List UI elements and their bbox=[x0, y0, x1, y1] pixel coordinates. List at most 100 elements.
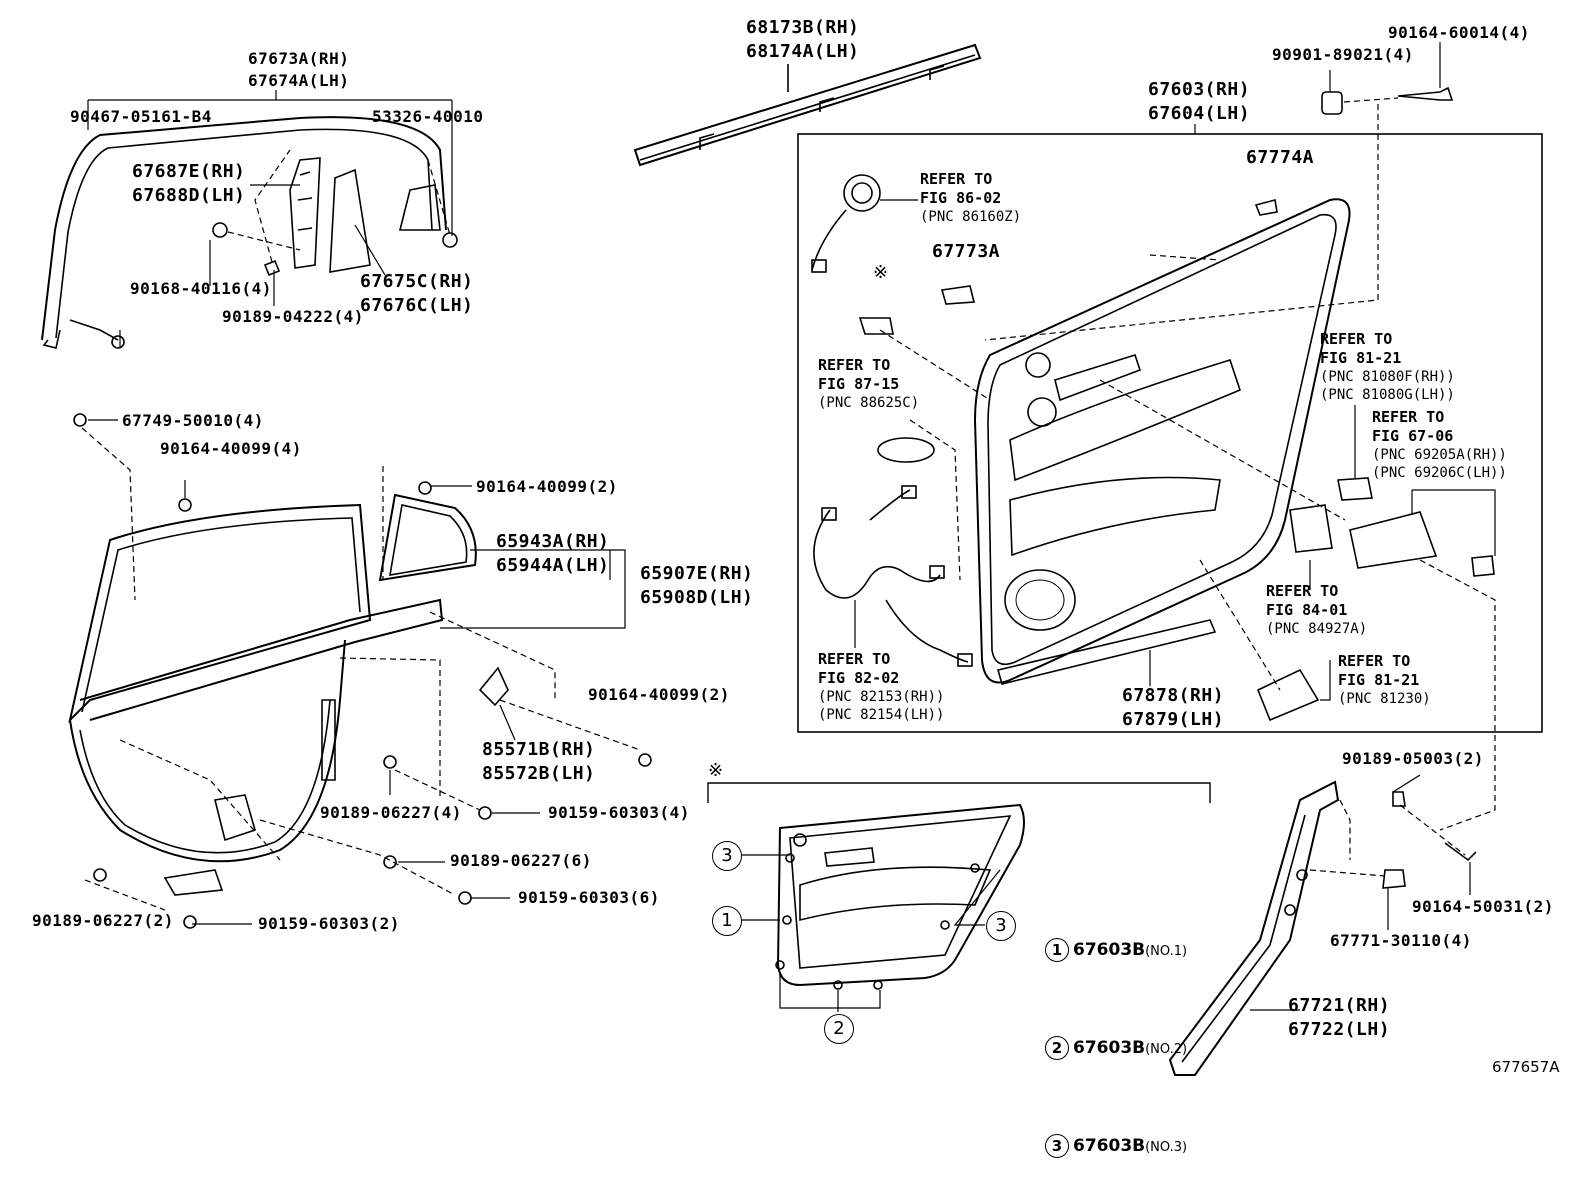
legend-note: (NO.2) bbox=[1145, 1042, 1188, 1057]
screw-90168 bbox=[212, 222, 228, 238]
ref-pnc: (PNC 69206C(LH)) bbox=[1372, 465, 1507, 481]
bracket-85571 bbox=[478, 666, 509, 707]
ref-pnc: (PNC 81080F(RH)) bbox=[1320, 369, 1455, 385]
clip-67773a bbox=[940, 285, 976, 305]
screw-90164-60014 bbox=[1397, 86, 1454, 101]
ref-pnc: (PNC 82154(LH)) bbox=[818, 707, 945, 723]
label-90189-06227-6: 90189-06227(6) bbox=[450, 851, 592, 870]
clip-assembly bbox=[858, 317, 894, 335]
label-line: 67722(LH) bbox=[1288, 1019, 1391, 1040]
reference-mark: ※ bbox=[873, 262, 889, 283]
label-line: 67879(LH) bbox=[1122, 709, 1225, 730]
power-window-switch bbox=[1337, 477, 1373, 501]
callout-1: 1 bbox=[712, 906, 742, 936]
callout-3: 3 bbox=[986, 911, 1016, 941]
fasteners-left bbox=[73, 413, 652, 929]
inset-bracket bbox=[707, 782, 1211, 803]
label-67878: 67878(RH) 67879(LH) bbox=[1122, 684, 1224, 732]
ref-heading: REFER TO bbox=[1266, 582, 1339, 600]
label-85571b: 85571B(RH) 85572B(LH) bbox=[482, 738, 595, 786]
ref-heading: REFER TO bbox=[1372, 408, 1445, 426]
ref-heading: REFER TO bbox=[920, 170, 993, 188]
window-frame-molding bbox=[41, 116, 447, 349]
legend-part: 67603B bbox=[1073, 1136, 1146, 1156]
label-line: 85571B(RH) bbox=[482, 739, 596, 760]
label-line: 67878(RH) bbox=[1122, 685, 1225, 706]
ref-heading: FIG 82-02 bbox=[818, 669, 900, 687]
clip-67774a bbox=[1254, 199, 1278, 216]
label-67675c: 67675C(RH) 67676C(LH) bbox=[360, 270, 473, 318]
label-line: 67675C(RH) bbox=[360, 271, 474, 292]
label-line: 65908D(LH) bbox=[640, 587, 754, 608]
inset-leaders bbox=[742, 854, 1001, 1012]
label-line: 65944A(LH) bbox=[496, 555, 610, 576]
label-67603: 67603(RH) 67604(LH) bbox=[1148, 78, 1250, 126]
leader-dashes-scuff bbox=[1309, 799, 1466, 877]
ref-heading: FIG 86-02 bbox=[920, 189, 1002, 207]
ref-heading: REFER TO bbox=[818, 650, 891, 668]
window-regulator bbox=[69, 598, 444, 896]
lamp-81230 bbox=[1256, 668, 1320, 722]
label-line: 65943A(RH) bbox=[496, 531, 610, 552]
leader-dashes-box bbox=[879, 104, 1496, 831]
label-line: 67604(LH) bbox=[1148, 103, 1251, 124]
inside-handle bbox=[1349, 511, 1438, 569]
legend-note: (NO.3) bbox=[1145, 1140, 1188, 1155]
label-90189-04222: 90189-04222(4) bbox=[222, 307, 364, 326]
label-line: 68173B(RH) bbox=[746, 17, 860, 38]
ref-heading: FIG 84-01 bbox=[1266, 601, 1348, 619]
trim-board-frame bbox=[797, 133, 1543, 733]
ref-pnc: (PNC 82153(RH)) bbox=[818, 689, 945, 705]
ref-heading: FIG 81-21 bbox=[1338, 671, 1420, 689]
ref-pnc: (PNC 86160Z) bbox=[920, 209, 1022, 225]
screw-53326 bbox=[442, 232, 458, 248]
label-90164-50031: 90164-50031(2) bbox=[1412, 897, 1554, 916]
ref-pnc: (PNC 84927A) bbox=[1266, 621, 1368, 637]
label-line: 85572B(LH) bbox=[482, 763, 596, 784]
clip-67771 bbox=[1382, 869, 1406, 889]
trim-board-inset bbox=[775, 803, 1025, 990]
screw-90164-50031 bbox=[1444, 842, 1477, 862]
legend-part: 67603B bbox=[1073, 1038, 1146, 1058]
quarter-glass bbox=[378, 493, 477, 582]
leader-lines-topleft bbox=[87, 90, 453, 348]
scuff-plate bbox=[1168, 780, 1340, 1076]
speaker-connector bbox=[811, 174, 881, 273]
legend-note: (NO.1) bbox=[1145, 944, 1188, 959]
label-67721: 67721(RH)67722(LH) bbox=[1288, 994, 1390, 1042]
leader-dashes-left bbox=[81, 427, 641, 911]
clip-90189-05003 bbox=[1392, 791, 1406, 807]
legend-number: 3 bbox=[1045, 1134, 1069, 1158]
leader-dashes-topleft bbox=[227, 149, 451, 263]
label-90159-60303-2: 90159-60303(2) bbox=[258, 914, 400, 933]
handle-bezel-clip bbox=[1471, 555, 1495, 577]
label-67687e: 67687E(RH)67688D(LH) bbox=[132, 160, 245, 208]
label-67749: 67749-50010(4) bbox=[122, 411, 264, 430]
label-65943a: 65943A(RH) 65944A(LH) bbox=[496, 530, 609, 578]
ref-heading: FIG 87-15 bbox=[818, 375, 900, 393]
label-90901: 90901-89021(4) bbox=[1272, 45, 1414, 64]
label-line: 65907E(RH) bbox=[640, 563, 754, 584]
label-67771: 67771-30110(4) bbox=[1330, 931, 1472, 950]
label-line: 67676C(LH) bbox=[360, 295, 474, 316]
label-line: 67688D(LH) bbox=[132, 185, 246, 206]
label-90189-05003: 90189-05003(2) bbox=[1342, 749, 1484, 768]
label-90168: 90168-40116(4) bbox=[130, 279, 272, 298]
label-line: 67603(RH) bbox=[1148, 79, 1251, 100]
ref-heading: REFER TO bbox=[818, 356, 891, 374]
label-90189-06227-4: 90189-06227(4) bbox=[320, 803, 462, 822]
ref-heading: FIG 81-21 bbox=[1320, 349, 1402, 367]
label-90189-06227-2: 90189-06227(2) bbox=[32, 911, 174, 930]
clip-90189 bbox=[263, 259, 281, 277]
label-90164-60014: 90164-60014(4) bbox=[1388, 23, 1530, 42]
label-line: 68174A(LH) bbox=[746, 41, 860, 62]
clip-90901 bbox=[1321, 91, 1343, 115]
